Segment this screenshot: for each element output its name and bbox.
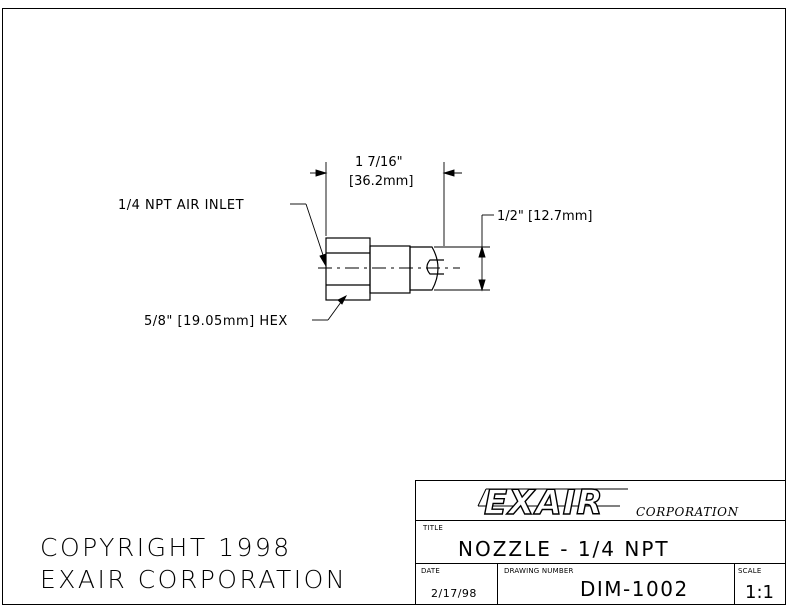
drawing-scale: 1:1 [745, 582, 774, 603]
nozzle-part [325, 237, 444, 301]
title-block-frame [415, 480, 786, 605]
drawing-number-caption: DRAWING NUMBER [504, 567, 574, 575]
hex-label: 5/8" [19.05mm] HEX [144, 314, 288, 329]
length-dimension [310, 162, 462, 246]
title-caption: TITLE [422, 524, 443, 532]
diameter-dimension [434, 214, 494, 292]
hex-leader [312, 294, 348, 321]
tip-slot [426, 259, 444, 275]
arrow-right [442, 169, 455, 177]
nozzle-tip [409, 246, 439, 291]
logo-wordmark: EXAIR [484, 483, 604, 523]
copyright-line-2: EXAIR CORPORATION [40, 565, 347, 594]
scale-caption: SCALE [738, 567, 761, 575]
dia-arrow-top [478, 245, 486, 258]
inlet-leader-diag [305, 203, 327, 265]
inlet-label: 1/4 NPT AIR INLET [118, 198, 244, 213]
drawing-number: DIM-1002 [580, 577, 689, 601]
exair-logo: EXAIR [477, 482, 628, 524]
arrow-left [315, 169, 328, 177]
corporation-label: CORPORATION [636, 505, 739, 519]
diameter-label: 1/2" [12.7mm] [497, 209, 592, 224]
inlet-arrow [319, 253, 327, 268]
hex-arrow [337, 294, 348, 305]
drawing-border [2, 8, 786, 605]
drawing-title: NOZZLE - 1/4 NPT [458, 537, 670, 561]
hex-body [325, 237, 371, 301]
nozzle-neck [369, 245, 411, 294]
length-inch-label: 1 7/16" [355, 155, 403, 170]
date-caption: DATE [421, 567, 440, 575]
length-mm-label: [36.2mm] [349, 174, 413, 189]
title-block [415, 480, 786, 605]
dia-arrow-bottom [478, 279, 486, 292]
drawing-date: 2/17/98 [431, 587, 477, 600]
inlet-leader [290, 203, 327, 268]
copyright-line-1: COPYRIGHT 1998 [40, 533, 292, 562]
